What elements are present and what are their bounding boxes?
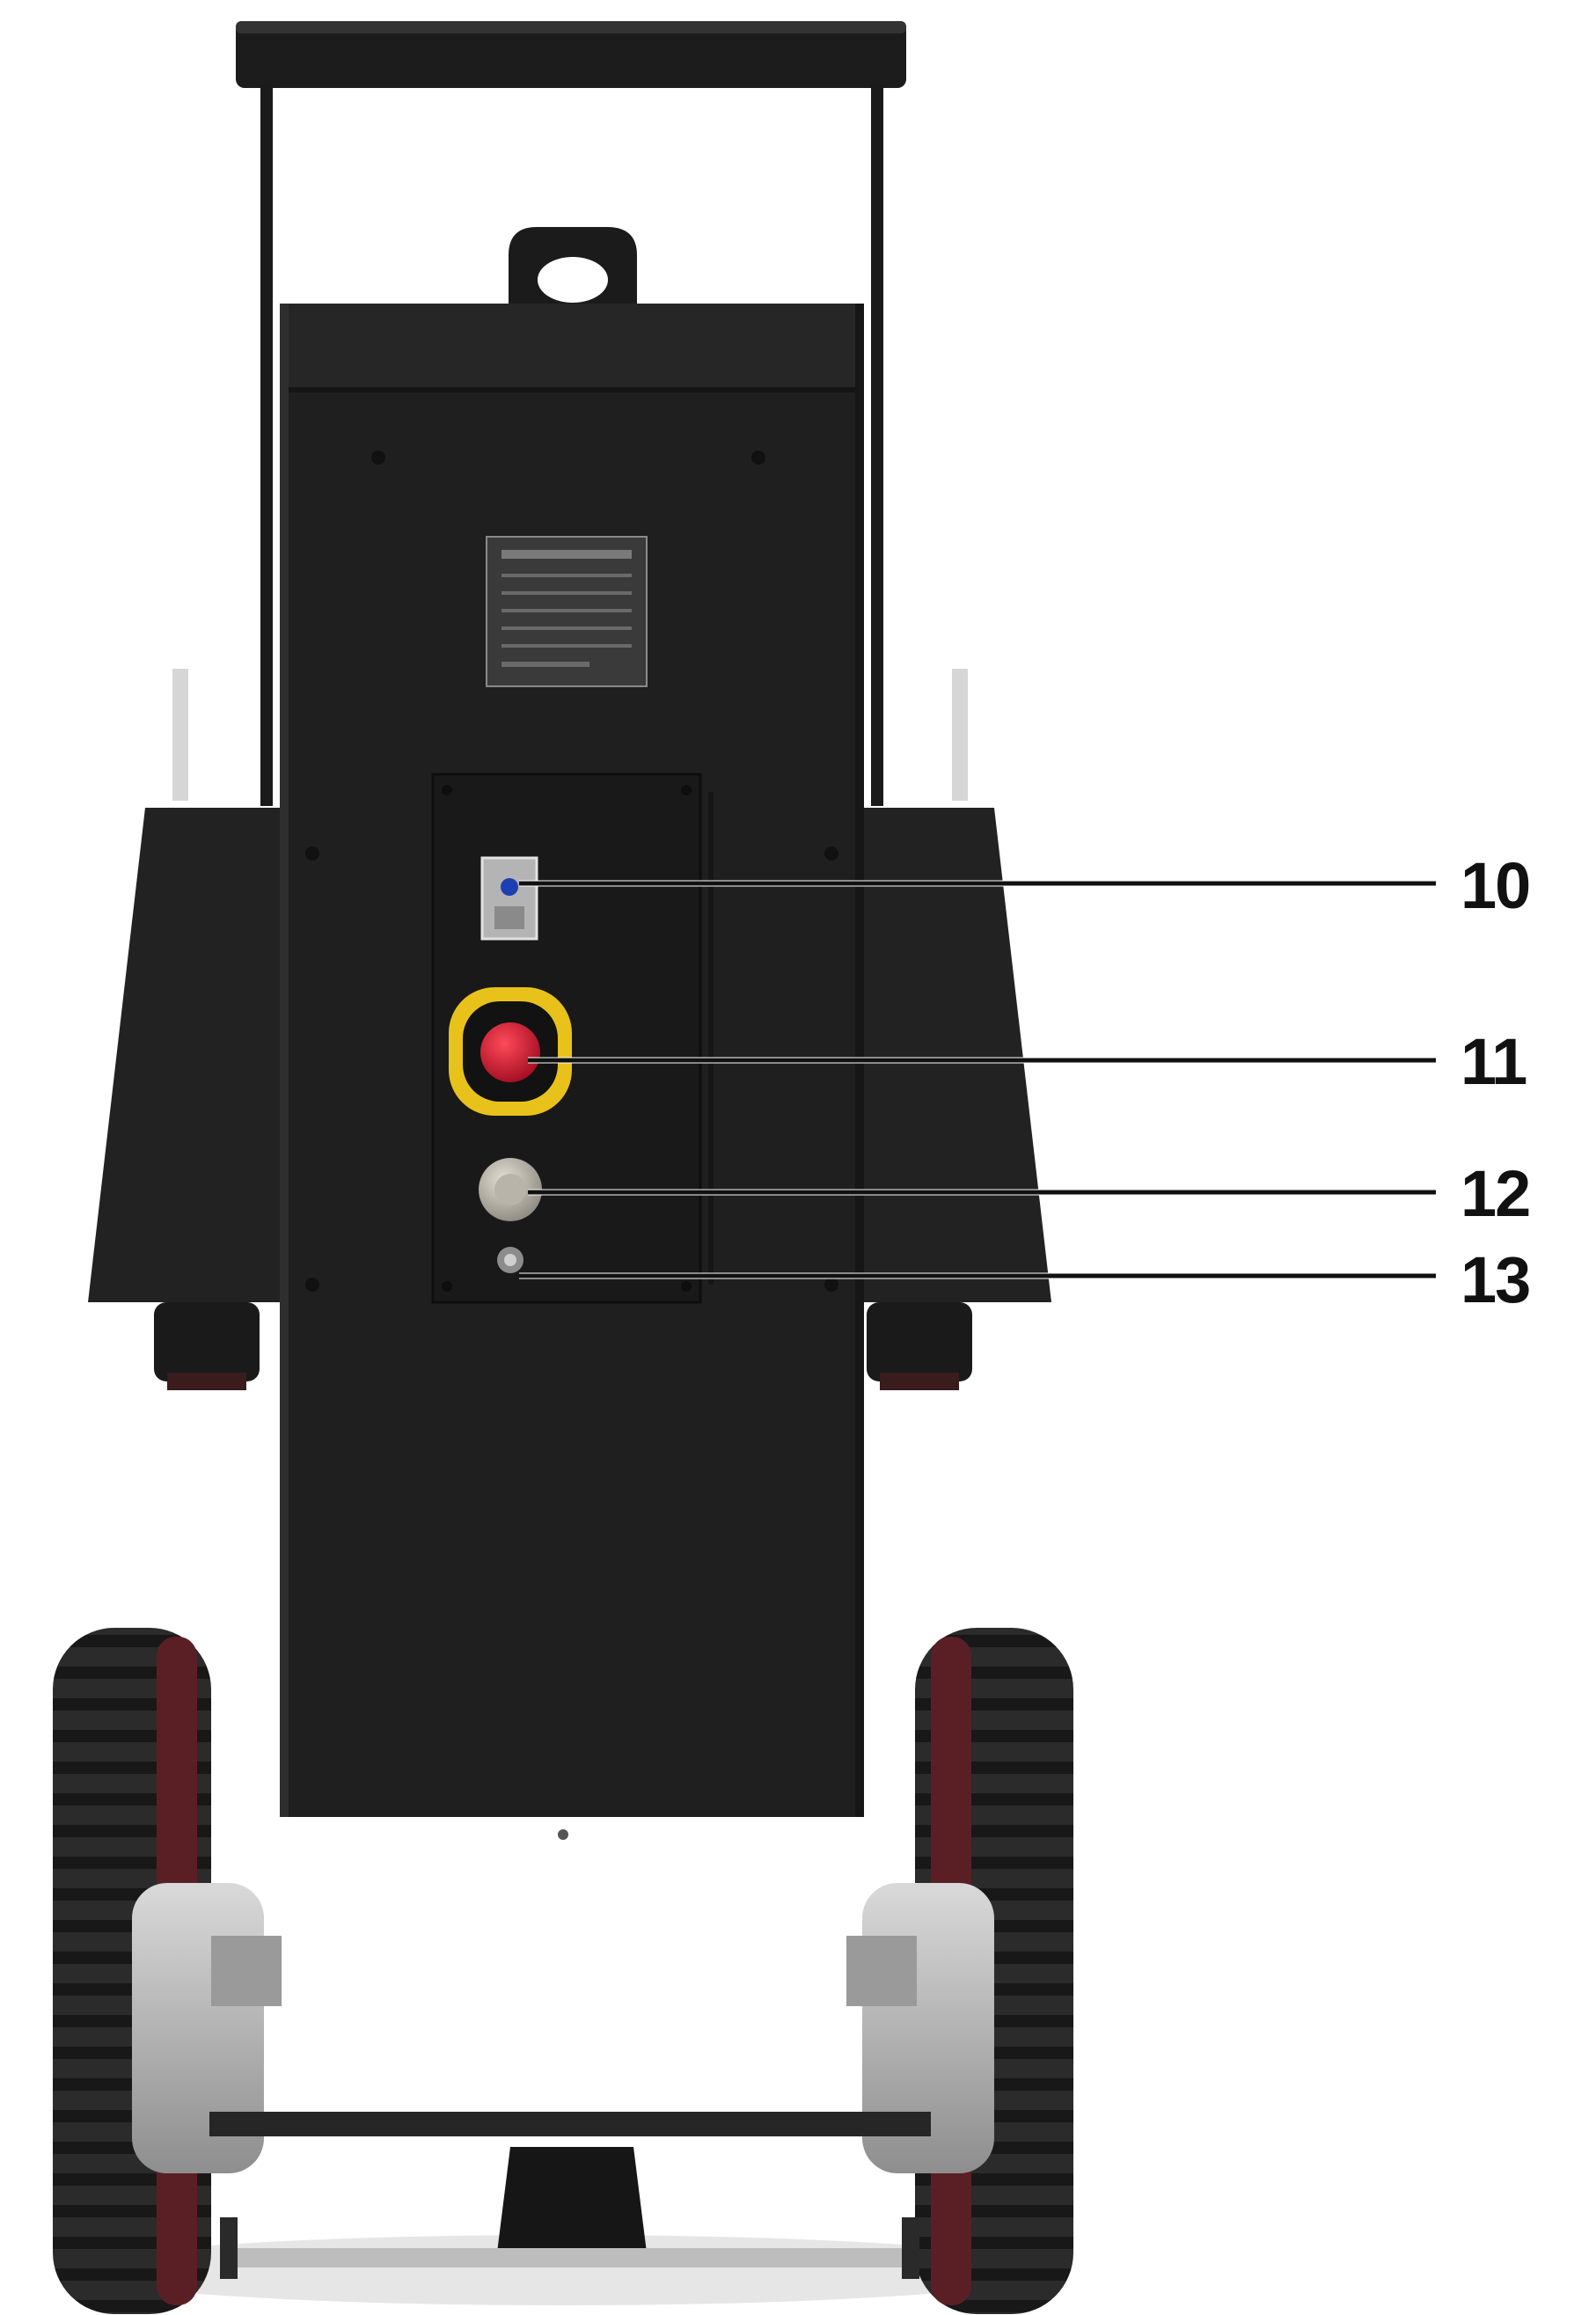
indicator-switch[interactable] [480, 856, 538, 941]
callout-leaders [519, 880, 1436, 1279]
callout-label-12: 12 [1461, 1157, 1529, 1230]
emergency-stop-button[interactable] [449, 987, 572, 1116]
top-handle [236, 21, 906, 806]
left-side-housing [88, 669, 282, 1390]
left-wheel [53, 1628, 282, 2314]
lifting-eye [509, 227, 637, 304]
base-frame [209, 2112, 931, 2279]
right-side-housing [858, 669, 1051, 1390]
indicator-lamp [497, 1247, 523, 1273]
callout-label-13: 13 [1461, 1243, 1529, 1316]
callout-label-10: 10 [1461, 849, 1529, 922]
callout-label-11: 11 [1461, 1025, 1526, 1098]
rating-plate [486, 536, 648, 687]
right-wheel [846, 1628, 1073, 2314]
rotary-knob[interactable] [479, 1158, 542, 1221]
